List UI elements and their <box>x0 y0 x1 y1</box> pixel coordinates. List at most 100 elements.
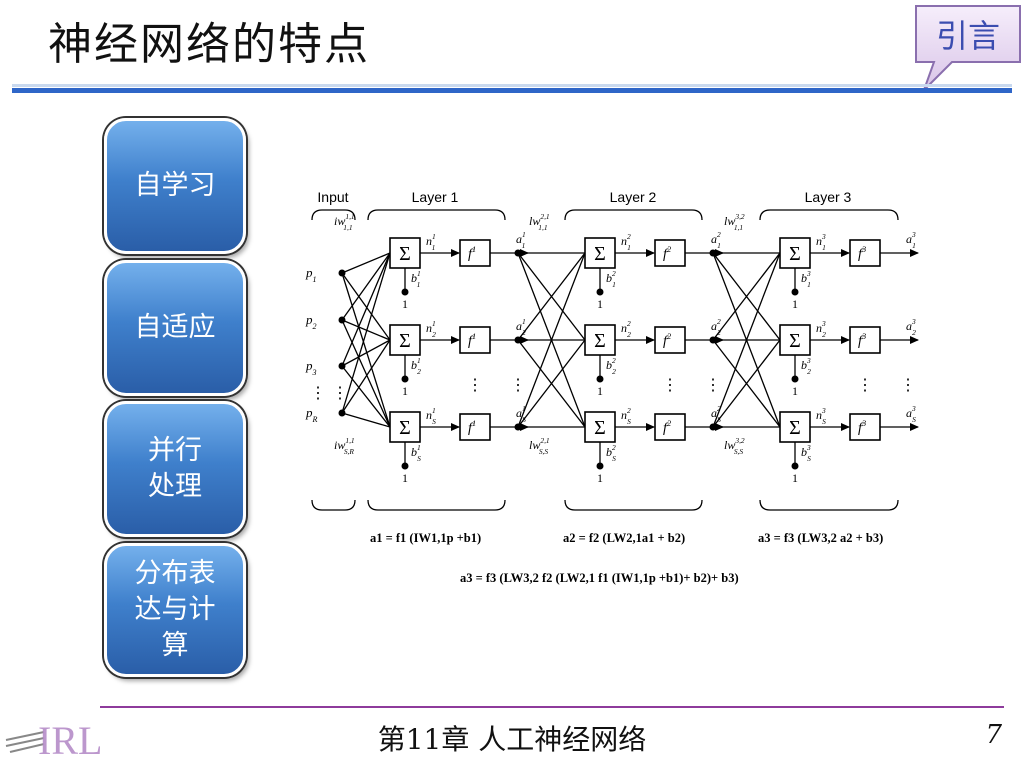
combined-equation: a3 = f3 (LW3,2 f2 (LW2,1 f1 (IW1,1p +b1)… <box>460 571 739 585</box>
bias-node <box>791 288 799 296</box>
weight-connection <box>341 252 391 321</box>
transfer-label: f2 <box>663 418 672 436</box>
weight-connection <box>517 339 586 428</box>
transfer-label: f3 <box>858 331 867 349</box>
sum-block <box>779 324 811 356</box>
input-node <box>338 409 346 417</box>
layer-label: Layer 1 <box>412 189 459 205</box>
bias-one: 1 <box>597 384 603 398</box>
weight-connection <box>712 252 781 341</box>
layer-output-node <box>514 423 522 431</box>
sum-block <box>584 324 616 356</box>
bias-one: 1 <box>792 471 798 485</box>
transfer-block <box>849 239 881 267</box>
input-label-p: p2 <box>305 312 317 331</box>
transfer-block <box>459 413 491 441</box>
transfer-label: f1 <box>468 418 476 436</box>
transfer-label: f3 <box>858 418 867 436</box>
input-node-ellipsis: ⋮ <box>332 385 348 402</box>
input-bottom-brace <box>311 499 356 511</box>
input-label-p: pR <box>305 405 318 424</box>
layer-output-node <box>709 423 717 431</box>
weight-connection <box>341 365 391 428</box>
output-ellipsis: ⋮ <box>510 377 526 394</box>
transfer-block <box>459 326 491 354</box>
layer-output-node <box>514 249 522 257</box>
transfer-block <box>654 239 686 267</box>
bias-one: 1 <box>402 297 408 311</box>
weight-connection <box>341 339 391 414</box>
transfer-label: f2 <box>663 244 672 262</box>
bias-node <box>401 288 409 296</box>
input-label: Input <box>317 189 348 205</box>
bias-one: 1 <box>792 384 798 398</box>
sum-symbol: Σ <box>789 417 801 439</box>
weight-connection <box>517 252 586 341</box>
transfer-label: f2 <box>663 331 672 349</box>
bias-one: 1 <box>402 471 408 485</box>
bias-one: 1 <box>597 297 603 311</box>
sum-symbol: Σ <box>399 243 411 265</box>
weight-connection <box>341 272 391 341</box>
bias-one: 1 <box>597 471 603 485</box>
row-ellipsis: ⋮ <box>467 377 483 394</box>
layer-2-bottom-brace <box>564 499 703 511</box>
callout-bubble <box>915 5 1021 91</box>
callout-label: 引言 <box>935 17 1000 55</box>
feature-self-learning: 自学习 <box>104 118 246 254</box>
transfer-label: f3 <box>858 244 867 262</box>
feature-distributed-computing: 分布表 达与计 算 <box>104 543 246 677</box>
footer-rule <box>100 706 1004 708</box>
weight-connection <box>341 272 391 428</box>
sum-symbol: Σ <box>594 330 606 352</box>
transfer-block <box>849 326 881 354</box>
input-node <box>338 316 346 324</box>
slide-title: 神经网络的特点 <box>48 19 370 70</box>
weight-connection <box>341 339 391 367</box>
weight-connection <box>341 412 391 428</box>
sum-block <box>389 411 421 443</box>
weight-connection <box>712 339 781 428</box>
sum-block <box>389 237 421 269</box>
weight-connection <box>341 252 391 367</box>
page-number: 7 <box>985 720 1002 750</box>
sum-block <box>584 411 616 443</box>
layer-output-node <box>709 249 717 257</box>
transfer-block <box>654 413 686 441</box>
bias-node <box>791 462 799 470</box>
bias-node <box>401 462 409 470</box>
layer-1-header-brace <box>367 209 506 221</box>
transfer-block <box>459 239 491 267</box>
bias-one: 1 <box>402 384 408 398</box>
sum-block <box>779 411 811 443</box>
title-underline <box>12 88 1012 93</box>
sum-block <box>584 237 616 269</box>
input-node <box>338 269 346 277</box>
bias-node <box>596 375 604 383</box>
layer-equation: a2 = f2 (LW2,1a1 + b2) <box>563 531 685 545</box>
sum-symbol: Σ <box>399 330 411 352</box>
transfer-block <box>849 413 881 441</box>
input-ellipsis: ⋮ <box>310 385 326 402</box>
layer-label: Layer 2 <box>610 189 657 205</box>
svg-text:IRL: IRL <box>38 718 100 763</box>
